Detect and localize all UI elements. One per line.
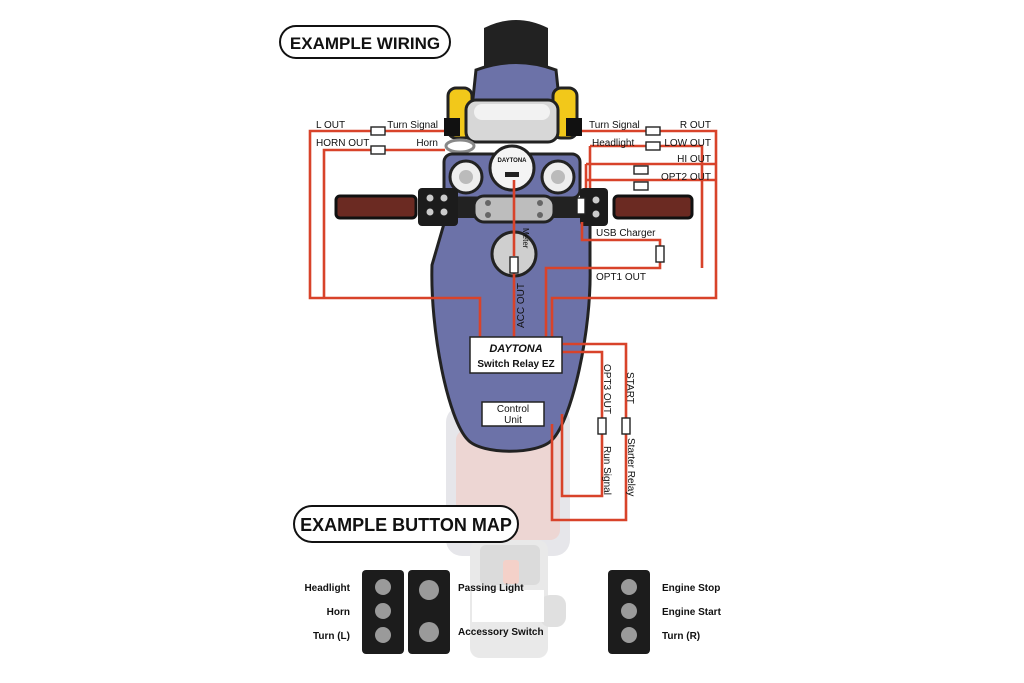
- label-l-out: L OUT: [316, 120, 345, 131]
- title-button-map-text: EXAMPLE BUTTON MAP: [300, 515, 512, 535]
- label-starter-relay: Starter Relay: [625, 438, 636, 496]
- label-start: START: [624, 372, 635, 404]
- relay-name: Switch Relay EZ: [477, 359, 554, 370]
- motorcycle-body: DAYTONA: [334, 20, 694, 453]
- svg-text:DAYTONA: DAYTONA: [497, 158, 527, 164]
- title-wiring-text: EXAMPLE WIRING: [290, 34, 440, 53]
- left-switch-box: [418, 188, 458, 226]
- connector-opt2-out: [633, 181, 649, 191]
- title-wiring: EXAMPLE WIRING: [279, 25, 451, 59]
- btn-label-horn: Horn: [327, 607, 350, 618]
- control-unit-label-2: Unit: [504, 415, 522, 426]
- horn-icon: [444, 138, 476, 154]
- connector-usb: [576, 197, 586, 215]
- label-headlight: Headlight: [592, 138, 634, 149]
- connector-l-out: [370, 126, 386, 136]
- label-meter: Meter: [521, 228, 530, 249]
- btn-label-engine-stop: Engine Stop: [662, 583, 720, 594]
- control-unit-box: Control Unit: [481, 401, 545, 427]
- connector-hi-out: [633, 165, 649, 175]
- switch-relay-box: DAYTONA Switch Relay EZ: [469, 336, 563, 374]
- label-turn-signal-left: Turn Signal: [387, 120, 438, 131]
- btn-label-turn-r: Turn (R): [662, 631, 700, 642]
- connectors: [370, 126, 665, 435]
- connector-meter: [509, 256, 519, 274]
- btn-label-engine-start: Engine Start: [662, 607, 722, 618]
- middle-switch-graphic: [408, 570, 450, 654]
- btn-label-accessory-switch: Accessory Switch: [458, 627, 544, 638]
- label-opt2-out: OPT2 OUT: [661, 172, 711, 183]
- label-opt1-out: OPT1 OUT: [596, 272, 646, 283]
- label-horn: Horn: [416, 138, 438, 149]
- label-acc-out: ACC OUT: [516, 283, 527, 328]
- label-usb-charger: USB Charger: [596, 228, 656, 239]
- label-turn-signal-right: Turn Signal: [589, 120, 640, 131]
- btn-label-passing-light: Passing Light: [458, 583, 524, 594]
- wire-labels: L OUT HORN OUT Turn Signal Horn Turn Sig…: [316, 120, 711, 496]
- speedometer: [488, 144, 536, 192]
- title-button-map: EXAMPLE BUTTON MAP: [293, 505, 519, 543]
- connector-horn-out: [370, 145, 386, 155]
- connector-opt1-out: [655, 245, 665, 263]
- connector-r-out: [645, 126, 661, 136]
- wires: [308, 129, 718, 522]
- control-unit-label-1: Control: [497, 404, 529, 415]
- connector-start: [621, 417, 631, 435]
- label-opt3-out: OPT3 OUT: [601, 364, 612, 414]
- btn-label-headlight: Headlight: [304, 583, 350, 594]
- label-r-out: R OUT: [680, 120, 711, 131]
- left-grip: [334, 194, 418, 220]
- connector-opt3-out: [597, 417, 607, 435]
- brand-logo: DAYTONA: [489, 343, 542, 355]
- right-switch-box: [580, 188, 608, 226]
- label-hi-out: HI OUT: [677, 154, 711, 165]
- label-horn-out: HORN OUT: [316, 138, 369, 149]
- button-map: Headlight Horn Turn (L) Passing Light Ac…: [304, 570, 722, 654]
- right-grip: [612, 194, 694, 220]
- btn-label-turn-l: Turn (L): [313, 631, 350, 642]
- label-run-signal: Run Signal: [601, 446, 612, 495]
- connector-low-out: [645, 141, 661, 151]
- label-low-out: LOW OUT: [664, 138, 711, 149]
